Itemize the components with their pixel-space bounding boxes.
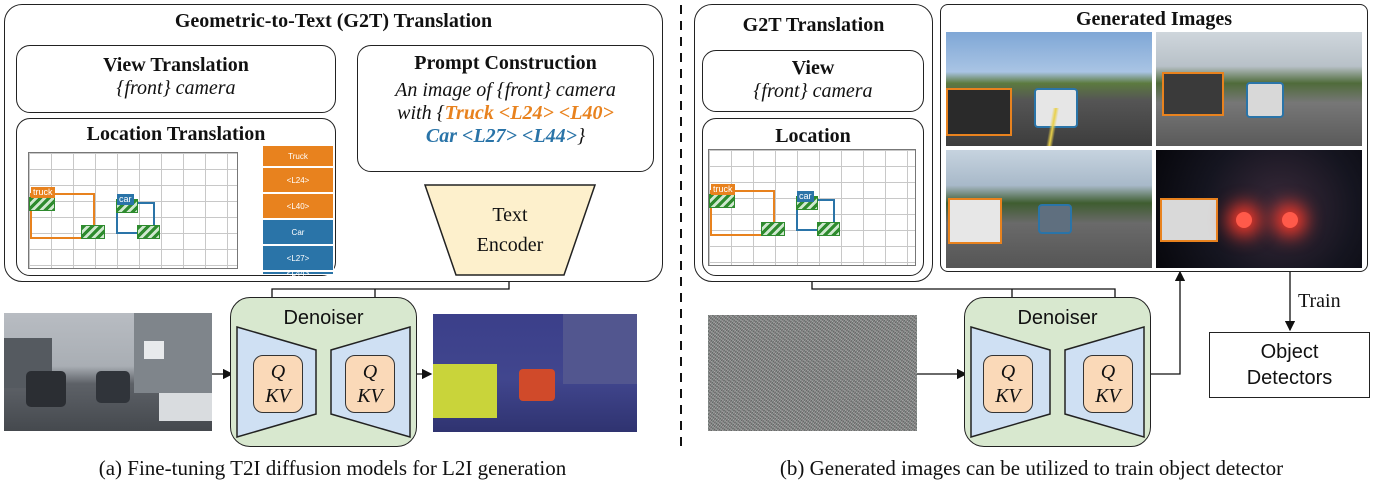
prompt-with: with { (397, 102, 445, 124)
prompt-end: } (577, 125, 586, 147)
view-right-title: View (791, 57, 835, 79)
kv-label: KV (1095, 385, 1121, 407)
location-right-title: Location (775, 125, 851, 147)
generated-image-4 (1156, 150, 1362, 268)
denoiser-to-generated-line (1149, 270, 1186, 375)
kv-label: KV (265, 385, 291, 407)
prompt-line-1: An image of {front} camera (395, 79, 616, 101)
prompt-truck: Truck <L24> <L40> (444, 102, 614, 124)
train-label: Train (1298, 290, 1341, 312)
truck-top-left-cell (29, 197, 55, 211)
token-truck: Truck (262, 145, 334, 167)
car-label: car (117, 194, 134, 205)
location-translation-title: Location Translation (86, 123, 266, 145)
q-label: Q (1000, 361, 1016, 383)
denoiser-right-label: Denoiser (1017, 307, 1098, 329)
caption-right: (b) Generated images can be utilized to … (779, 456, 1284, 480)
q-label: Q (362, 361, 378, 383)
truck-label: truck (31, 187, 55, 198)
noise-image (708, 315, 917, 431)
denoiser-left-label: Denoiser (283, 307, 364, 329)
view-right-box: View {front} camera (702, 50, 924, 112)
prompt-construction-title: Prompt Construction (414, 52, 597, 74)
text-encoder-line-1: Text (492, 204, 528, 226)
token-column: Truck <L24> <L40> Car <L27> <L44> (262, 145, 334, 278)
prompt-construction-box: Prompt Construction An image of {front} … (357, 45, 654, 172)
location-grid: truck car (28, 152, 238, 269)
prompt-car: Car <L27> <L44> (425, 125, 578, 147)
text-encoder-label: Text Encoder (440, 200, 580, 260)
token-l27: <L27> (262, 245, 334, 271)
view-translation-title: View Translation (103, 54, 249, 76)
generated-image-1 (946, 32, 1152, 146)
q-label: Q (270, 361, 286, 383)
g2t-title: Geometric-to-Text (G2T) Translation (174, 10, 493, 32)
q-label: Q (1100, 361, 1116, 383)
object-detectors-line-1: Object (1260, 341, 1319, 363)
car-bottom-right-cell (817, 222, 840, 236)
input-street-image (4, 313, 212, 431)
generated-images-title: Generated Images (1075, 8, 1233, 30)
truck-top-left-cell (709, 194, 735, 208)
truck-bottom-right-cell (761, 222, 785, 236)
generated-image-2 (1156, 32, 1362, 146)
prompt-line-2: with {Truck <L24> <L40> (358, 102, 653, 125)
g2t-right-title: G2T Translation (742, 14, 885, 36)
token-car: Car (262, 219, 334, 245)
kv-label: KV (995, 385, 1021, 407)
generated-image-3 (946, 150, 1152, 268)
view-translation-sub: {front} camera (116, 77, 236, 99)
prompt-line-3: Car <L27> <L44>} (358, 125, 653, 148)
truck-bottom-right-cell (81, 225, 105, 239)
token-l44: <L44> (262, 269, 334, 278)
output-mask-image (433, 314, 637, 432)
location-right-grid: truck car (708, 149, 916, 266)
object-detectors-line-2: Detectors (1246, 367, 1333, 389)
token-l40: <L40> (262, 193, 334, 219)
truck-label: truck (711, 184, 735, 195)
car-label: car (797, 191, 814, 202)
token-l24: <L24> (262, 167, 334, 193)
object-detectors-box: Object Detectors (1209, 332, 1370, 398)
text-encoder-line-2: Encoder (476, 234, 544, 256)
caption-left: (a) Fine-tuning T2I diffusion models for… (98, 456, 567, 480)
view-right-sub: {front} camera (753, 80, 873, 102)
text-encoder-shape (424, 184, 596, 276)
car-bottom-right-cell (137, 225, 160, 239)
view-translation-box: View Translation {front} camera (16, 45, 336, 113)
kv-label: KV (357, 385, 383, 407)
